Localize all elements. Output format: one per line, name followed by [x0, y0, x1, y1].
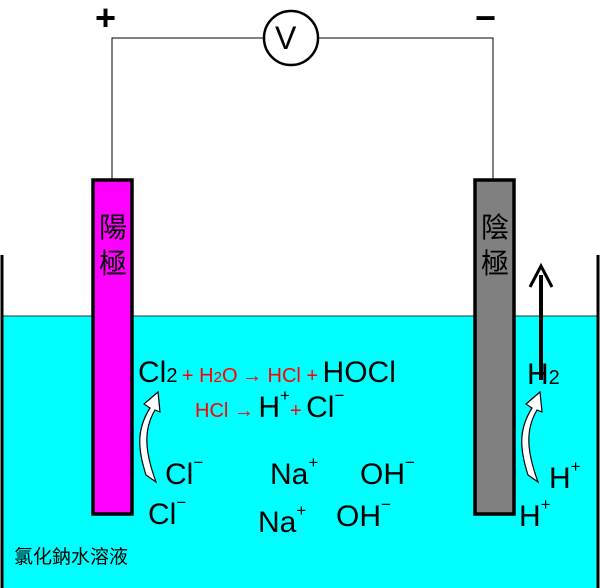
h2o-part: O: [221, 365, 238, 387]
superscript: +: [280, 386, 290, 405]
voltmeter-label: V: [275, 20, 297, 56]
superscript: −: [176, 493, 187, 512]
subscript: 2: [213, 369, 222, 386]
superscript: −: [193, 453, 204, 472]
ion-text: Cl: [165, 458, 194, 491]
subscript: 2: [548, 367, 560, 389]
ion-na: Na+: [270, 454, 318, 491]
cathode: [473, 178, 516, 516]
superscript: +: [308, 453, 319, 472]
wire: [111, 37, 264, 179]
ion-cl: Cl−: [148, 494, 186, 531]
superscript: +: [540, 495, 551, 514]
ion-h: H+: [549, 458, 581, 495]
superscript: +: [296, 501, 307, 520]
cl2-rising-arrow-icon: [139, 390, 161, 484]
hcl-arrow: HCl →: [195, 400, 254, 422]
ion-text: Cl: [148, 498, 177, 531]
cathode-label-char: 極: [480, 248, 509, 279]
cl2: Cl: [138, 356, 167, 389]
wire: [318, 37, 494, 179]
arrow-hcl: → HCl +: [241, 365, 319, 387]
h2o-part: + H: [181, 365, 214, 387]
cathode-label-char: 陰: [480, 212, 509, 243]
ion-text: Na: [258, 506, 297, 539]
subscript: 2: [166, 365, 178, 387]
superscript: −: [334, 386, 345, 405]
superscript: −: [381, 495, 391, 514]
ion-cl: Cl−: [165, 454, 203, 491]
anode-label-char: 陽: [98, 212, 127, 243]
anode-label: 陽極: [93, 210, 133, 282]
h2-text: H: [527, 358, 549, 391]
reaction-1: Cl2 + H2O → HCl + HOCl: [138, 358, 396, 388]
negative-terminal: −: [475, 0, 497, 38]
cl-ion: Cl: [306, 391, 335, 424]
superscript: +: [570, 457, 581, 476]
solution-label: 氯化鈉水溶液: [14, 547, 129, 568]
cathode-label: 陰極: [475, 210, 515, 282]
h-ion: H: [258, 391, 281, 424]
ion-na: Na+: [258, 502, 306, 539]
plus: +: [289, 400, 302, 422]
ion-text: OH: [336, 500, 381, 533]
anode-label-char: 極: [98, 248, 127, 279]
h2-gas: H2: [527, 360, 560, 390]
reaction-2: HCl → H++ Cl−: [195, 387, 344, 424]
voltmeter: [262, 9, 320, 67]
ion-h: H+: [519, 496, 551, 533]
ion-text: H: [519, 500, 541, 533]
positive-terminal: +: [95, 0, 117, 38]
hocl: HOCl: [322, 356, 396, 389]
superscript: −: [405, 453, 415, 472]
ion-text: OH: [360, 458, 405, 491]
h2-rising-arrow-icon: [521, 390, 543, 484]
ion-oh: OH−: [360, 454, 415, 491]
ion-text: Na: [270, 458, 309, 491]
h2-up-arrow-icon: [528, 262, 554, 380]
anode: [91, 178, 134, 516]
ion-oh: OH−: [336, 496, 391, 533]
ion-text: H: [549, 462, 571, 495]
